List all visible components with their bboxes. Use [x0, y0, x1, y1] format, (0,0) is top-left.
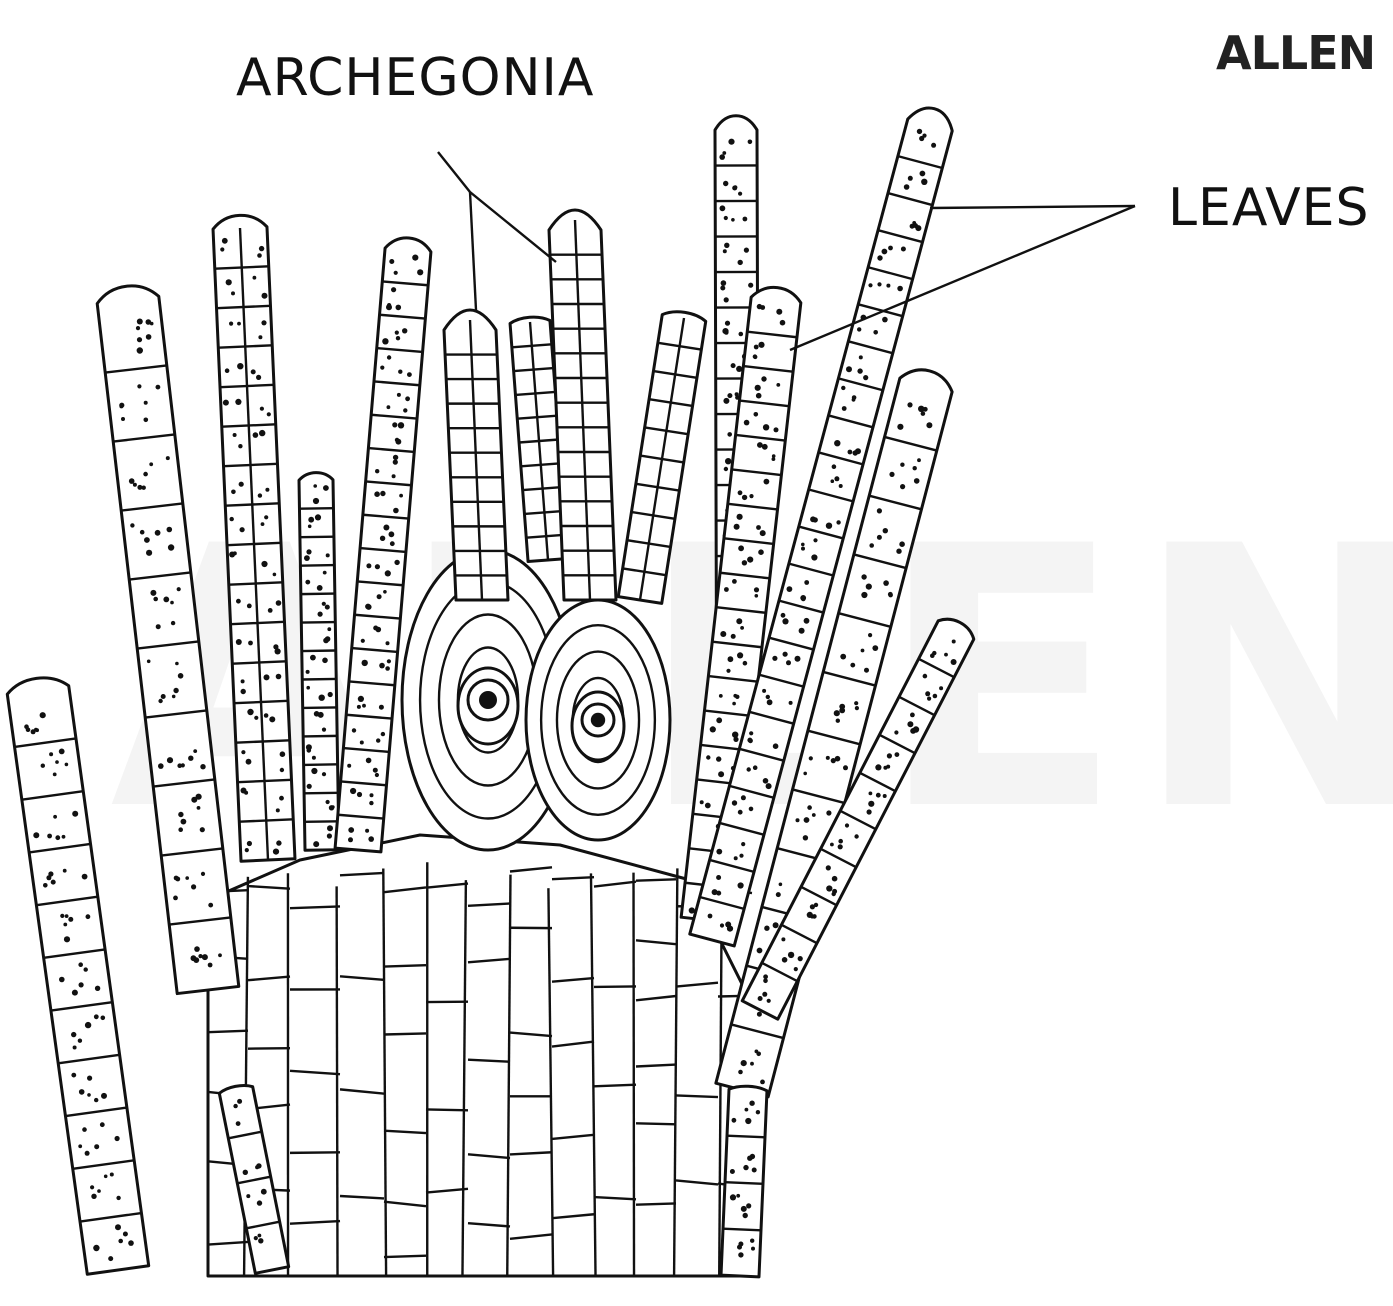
leaf-far-left: [5, 676, 151, 1276]
archegonia-pointer-branch: [468, 191, 478, 311]
archegonium-left: [400, 308, 576, 852]
leaves-pointer-lower: [789, 204, 1136, 352]
leaf-left-4: [211, 213, 297, 863]
leaf-right-5: [740, 617, 976, 1021]
archegonium-right: [524, 208, 672, 842]
archegonia-pointer-main: [437, 151, 557, 263]
stem-tissue: [206, 833, 762, 1278]
allen-logo: ALLEN: [1216, 26, 1376, 80]
leaf-left-2: [95, 284, 241, 996]
leaves-group: [5, 106, 976, 1279]
leaf-left-3: [217, 1083, 291, 1275]
archegonia-group: [400, 208, 708, 852]
leaf-right-3: [688, 106, 954, 948]
archegonia-label: ARCHEGONIA: [236, 48, 595, 108]
leaf-right-4: [714, 368, 954, 1099]
label-pointers: [437, 151, 1136, 352]
leaves-pointer-upper: [929, 204, 1136, 210]
leaf-left-5: [297, 471, 341, 852]
leaf-left-6: [333, 236, 433, 854]
leaf-right-2: [679, 285, 803, 925]
sterile-filament-2: [616, 310, 708, 605]
leaf-right-6: [719, 1084, 769, 1279]
leaves-label: LEAVES: [1168, 178, 1370, 238]
sterile-filament-1: [508, 315, 570, 564]
